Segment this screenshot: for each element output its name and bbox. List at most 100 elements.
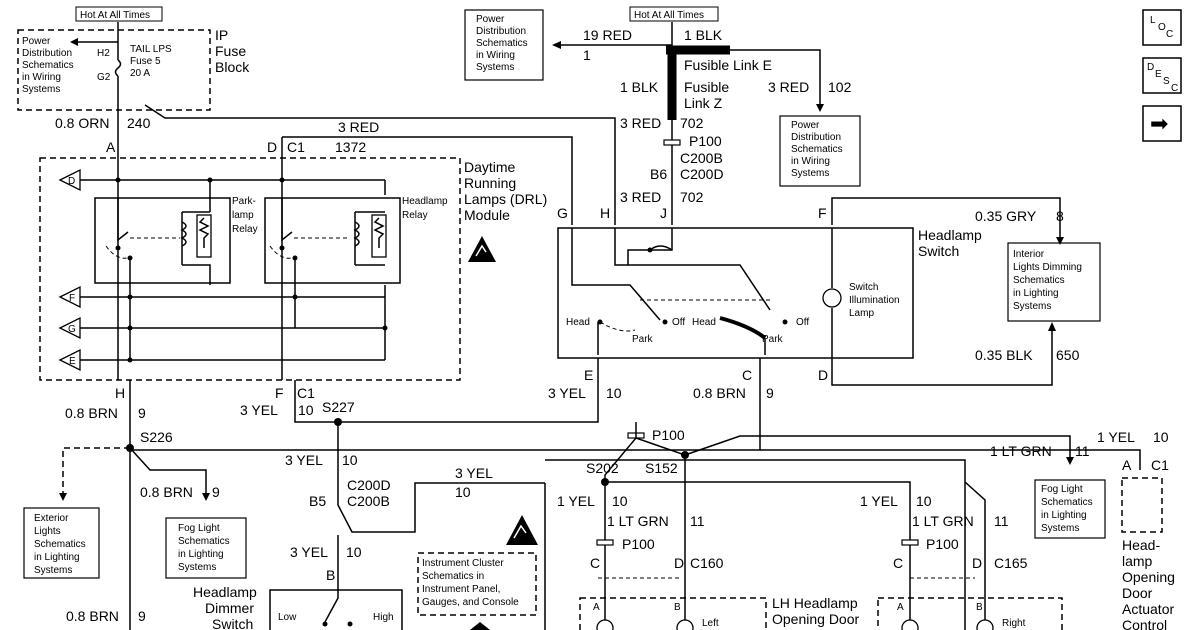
- dimmer-low-label: Low: [278, 612, 297, 623]
- wire-3-yel-10-b: 3 YEL: [285, 452, 323, 468]
- drl-module-outline: [39, 157, 461, 381]
- wire-10-c: 10: [1153, 429, 1169, 445]
- left-motor-label: Left: [702, 618, 719, 629]
- headlamp-relay: [264, 197, 401, 284]
- fog-light-right-box: [1034, 479, 1106, 539]
- hot-at-all-times-top-label: Hot At All Times: [634, 10, 704, 21]
- pin-c-rh: C: [893, 555, 903, 571]
- desc-button[interactable]: D E S C: [1142, 57, 1182, 94]
- wire-08-brn-bottom: 0.8 BRN: [66, 608, 119, 624]
- wire-1372: 1372: [335, 139, 366, 155]
- pin-f-bottom: F: [275, 385, 284, 401]
- connector-p100-lh: P100: [622, 536, 655, 552]
- interior-dimming-box: [1007, 242, 1101, 322]
- wire-10-lh: 10: [612, 493, 628, 509]
- pin-d-top: D: [267, 139, 277, 155]
- connector-c200b: C200B: [680, 150, 723, 166]
- splice-s152: S152: [645, 460, 678, 476]
- switch-pos-head-2: Head: [692, 317, 716, 328]
- wire-1-blk-top: 1 BLK: [684, 27, 723, 43]
- svg-text:S: S: [1163, 76, 1170, 87]
- connector-c200d-b: C200D: [347, 477, 391, 493]
- svg-text:E: E: [1155, 69, 1162, 80]
- switch-illumination-label: Switch Illumination Lamp: [849, 282, 902, 319]
- wire-8: 8: [1056, 208, 1064, 224]
- wire-650: 650: [1056, 347, 1080, 363]
- svg-text:C: C: [1171, 83, 1178, 94]
- loc-button[interactable]: L O C: [1142, 9, 1182, 46]
- wire-08-orn: 0.8 ORN: [55, 115, 109, 131]
- svg-text:O: O: [1158, 22, 1166, 33]
- esd-warning-icon-3: [470, 622, 490, 630]
- wire-1-yel-10-rh: 1 YEL: [860, 493, 898, 509]
- right-motor-label: Right: [1002, 618, 1026, 629]
- wire-3-yel-10-a: 3 YEL: [548, 385, 586, 401]
- switch-pos-off-1: Off: [672, 317, 685, 328]
- connector-p100-rh: P100: [926, 536, 959, 552]
- headlamp-dimmer-switch-label: Headlamp Dimmer Switch: [193, 584, 261, 630]
- wire-702-num: 702: [680, 115, 704, 131]
- wire-1-lt-grn-11-lh: 1 LT GRN: [607, 513, 669, 529]
- wire-3-red-102: 3 RED: [768, 79, 809, 95]
- connector-p100-b: P100: [652, 427, 685, 443]
- g2-pin: G2: [97, 72, 111, 83]
- headlamp-door-actuator-box: [1121, 477, 1163, 533]
- headlamp-switch-label: Headlamp Switch: [918, 227, 986, 259]
- pin-a-top: A: [106, 139, 116, 155]
- fog-light-left-label: Fog Light Schematics in Lighting Systems: [178, 523, 232, 573]
- pin-b-lh: B: [674, 602, 681, 613]
- pin-a-lh: A: [593, 602, 600, 613]
- connector-c1-bottom: C1: [297, 385, 315, 401]
- wire-11-rh: 11: [994, 513, 1009, 529]
- pin-c-lh: C: [590, 555, 600, 571]
- power-distribution-right-label: Power Distribution Schematics in Wiring …: [791, 120, 845, 179]
- exterior-lights-label: Exterior Lights Schematics in Lighting S…: [34, 513, 88, 576]
- connector-p100: P100: [689, 133, 722, 149]
- wire-3-yel: 3 YEL: [240, 402, 278, 418]
- ground-tri-d: [58, 168, 81, 192]
- pin-c-headlamp: C: [742, 367, 752, 383]
- wire-3-red-702b-label: 3 RED: [620, 189, 661, 205]
- pin-b-rh: B: [976, 602, 983, 613]
- fusible-link-z-label: Fusible Link Z: [684, 79, 733, 111]
- wire-1-blk: 1 BLK: [620, 79, 659, 95]
- fog-light-left-box: [165, 517, 247, 579]
- ip-fuse-block-outline: [17, 29, 211, 111]
- ground-tri-f: [58, 285, 81, 309]
- splice-s227: S227: [322, 399, 355, 415]
- wire-9-b: 9: [212, 484, 220, 500]
- wire-3-yel-10-c: 3 YEL: [290, 544, 328, 560]
- power-distribution-right-box: [779, 115, 861, 187]
- next-arrow-button[interactable]: ➡: [1142, 105, 1182, 142]
- pin-d-lh: D: [674, 555, 684, 571]
- wire-11: 11: [1075, 443, 1090, 459]
- wire-1-lt-grn-11-rh: 1 LT GRN: [912, 513, 974, 529]
- pin-h-bottom: H: [115, 385, 125, 401]
- pin-b5: B5: [309, 493, 326, 509]
- wire-10-d: 10: [346, 544, 362, 560]
- svg-text:F: F: [69, 293, 75, 304]
- headlamp-switch-outline: [557, 227, 914, 359]
- wire-9: 9: [138, 405, 146, 421]
- wire-9-a: 9: [766, 385, 774, 401]
- hot-at-all-times-top-box: [629, 6, 719, 22]
- pin-f-headlamp: F: [818, 205, 827, 221]
- pin-j: J: [660, 205, 667, 221]
- wire-08-brn: 0.8 BRN: [65, 405, 118, 421]
- hot-at-all-times-left-label: Hot At All Times: [80, 10, 150, 21]
- pin-e-headlamp: E: [584, 367, 593, 383]
- headlamp-door-actuator-label: Head- lamp Opening Door Actuator Control: [1122, 537, 1179, 630]
- splice-s226: S226: [140, 429, 173, 445]
- wire-11-lh: 11: [690, 513, 705, 529]
- parklamp-relay: [94, 197, 231, 284]
- svg-text:E: E: [69, 356, 76, 367]
- fog-light-right-label: Fog Light Schematics in Lighting Systems: [1041, 484, 1095, 534]
- wire-702b-num: 702: [680, 189, 704, 205]
- wire-3-red-top: 3 RED: [338, 119, 379, 135]
- power-distribution-mid-box: [464, 9, 544, 81]
- wire-08-brn-9-a: 0.8 BRN: [693, 385, 746, 401]
- wire-1-yel-10: 1 YEL: [1097, 429, 1135, 445]
- esd-warning-icon: [468, 236, 496, 262]
- connector-c200b-b: C200B: [347, 493, 390, 509]
